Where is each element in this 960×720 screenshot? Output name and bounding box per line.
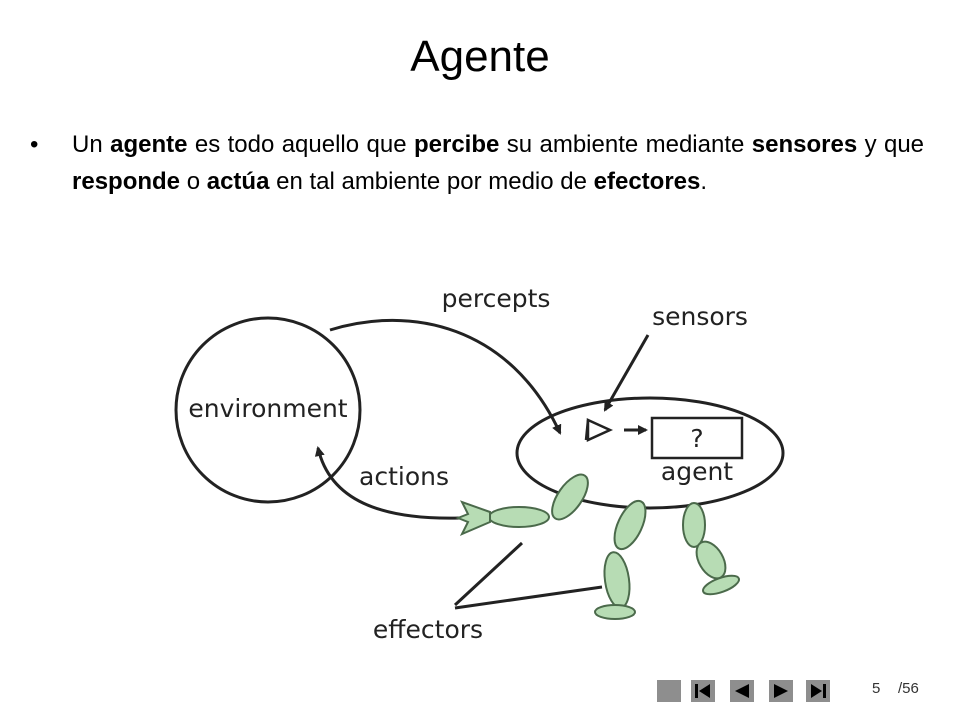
effectors-pointer-2 <box>454 585 603 610</box>
next-slide-icon <box>774 684 788 698</box>
sensors-label: sensors <box>652 302 748 331</box>
environment-label: environment <box>188 394 347 423</box>
first-slide-button[interactable] <box>691 680 715 702</box>
actions-label: actions <box>359 462 449 491</box>
agent-label: agent <box>661 457 733 486</box>
previous-slide-button[interactable] <box>730 680 754 702</box>
last-slide-button[interactable] <box>806 680 830 702</box>
actions-arrow <box>314 446 461 520</box>
bullet-text: Un agente es todo aquello que percibe su… <box>72 131 925 195</box>
last-slide-icon <box>811 684 826 698</box>
page-number: 5 <box>872 680 881 697</box>
environment-circle <box>174 316 362 504</box>
percepts-label: percepts <box>442 284 551 313</box>
effector-leg-right <box>682 502 741 596</box>
effector-leg-middle <box>594 499 647 620</box>
slide-title: Agente <box>410 32 550 81</box>
effector-arm-left <box>455 473 589 536</box>
effectors-pointer-1 <box>453 541 524 607</box>
previous-slide-icon <box>735 684 749 698</box>
sensors-arrow <box>603 334 650 412</box>
nav-blank-button[interactable] <box>657 680 681 702</box>
agent-program-label: ? <box>690 424 703 453</box>
percepts-arrow <box>329 318 562 435</box>
agent-ellipse <box>515 396 785 510</box>
effectors-label: effectors <box>373 615 483 644</box>
page-total: /56 <box>898 680 919 697</box>
bullet-marker: • <box>30 131 39 158</box>
next-slide-button[interactable] <box>769 680 793 702</box>
sensor-eye-icon <box>584 418 614 442</box>
agent-program-box <box>650 416 744 460</box>
first-slide-icon <box>695 684 710 698</box>
